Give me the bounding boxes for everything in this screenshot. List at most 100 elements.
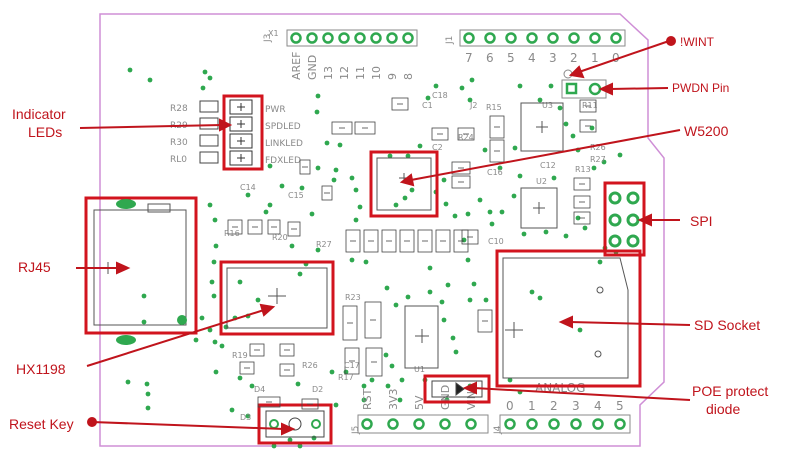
designator-label: R27 bbox=[590, 155, 606, 164]
header-pin-label: 1 bbox=[528, 399, 536, 413]
smd-footprint bbox=[489, 139, 505, 163]
header-pad bbox=[589, 32, 601, 44]
sd-socket-box bbox=[495, 249, 642, 388]
via bbox=[199, 315, 205, 321]
header-pin-label: 1 bbox=[591, 51, 599, 65]
designator-label: C1 bbox=[422, 101, 433, 110]
resistor-footprint bbox=[199, 134, 219, 147]
via bbox=[297, 271, 303, 277]
callout-rj45: RJ45 bbox=[18, 259, 51, 275]
smd-footprint bbox=[247, 219, 263, 235]
designator-label: R16 bbox=[224, 229, 240, 238]
j3-label: J3 bbox=[263, 34, 273, 43]
header-pin-label: 5V bbox=[413, 395, 426, 410]
j5-label: J5 bbox=[351, 426, 361, 435]
smd-footprint bbox=[345, 229, 361, 253]
via bbox=[315, 93, 321, 99]
led-label: FDXLED bbox=[265, 156, 301, 166]
smd-footprint bbox=[579, 99, 597, 113]
via bbox=[237, 279, 243, 285]
smd-footprint bbox=[453, 229, 469, 253]
smd-footprint bbox=[279, 343, 295, 357]
via bbox=[212, 217, 218, 223]
designator-label: R26 bbox=[590, 143, 606, 152]
via bbox=[271, 443, 277, 449]
via bbox=[311, 435, 317, 441]
via bbox=[145, 391, 151, 397]
via bbox=[445, 282, 451, 288]
hx1198-module bbox=[226, 267, 328, 329]
via bbox=[417, 143, 423, 149]
via bbox=[363, 259, 369, 265]
smd-footprint bbox=[431, 127, 449, 141]
via bbox=[267, 163, 273, 169]
via bbox=[223, 324, 229, 330]
hx1198-box bbox=[219, 260, 335, 336]
via bbox=[299, 185, 305, 191]
via bbox=[353, 217, 359, 223]
designator-label: C15 bbox=[288, 191, 304, 200]
header-pin-label: RST bbox=[361, 388, 374, 410]
smd-footprint bbox=[399, 229, 415, 253]
resistor-footprint bbox=[199, 100, 219, 113]
header-pin-label: 3V3 bbox=[387, 388, 400, 410]
designator-label: R26 bbox=[302, 361, 318, 370]
smd-footprint bbox=[267, 219, 281, 235]
header-pad bbox=[484, 32, 496, 44]
designator-label: D4 bbox=[254, 385, 265, 394]
smd-footprint bbox=[354, 121, 376, 135]
via bbox=[601, 159, 607, 165]
callout-indicator-leds-line1: Indicator bbox=[12, 106, 66, 122]
via bbox=[125, 379, 131, 385]
resistor-footprint bbox=[199, 117, 219, 130]
via bbox=[483, 297, 489, 303]
via bbox=[441, 317, 447, 323]
bottom-header-analog bbox=[499, 414, 631, 434]
via bbox=[245, 192, 251, 198]
via bbox=[314, 109, 320, 115]
via bbox=[141, 319, 147, 325]
misc-components bbox=[227, 97, 597, 410]
smd-footprint bbox=[363, 229, 379, 253]
via bbox=[427, 265, 433, 271]
via bbox=[399, 377, 405, 383]
via bbox=[249, 383, 255, 389]
via bbox=[361, 397, 367, 403]
callout-spi: SPI bbox=[690, 213, 713, 229]
smd-footprint bbox=[573, 211, 591, 225]
via bbox=[543, 229, 549, 235]
via bbox=[353, 187, 359, 193]
via bbox=[211, 293, 217, 299]
via bbox=[563, 121, 569, 127]
via bbox=[369, 377, 375, 383]
header-pad bbox=[338, 32, 350, 44]
sd-socket bbox=[502, 257, 629, 379]
header-pad bbox=[505, 32, 517, 44]
smd-footprint bbox=[331, 121, 353, 135]
via bbox=[439, 299, 445, 305]
via bbox=[207, 327, 213, 333]
designator-label: C17 bbox=[344, 361, 360, 370]
smd-footprint bbox=[301, 398, 319, 410]
smd-footprint bbox=[461, 229, 479, 245]
via bbox=[207, 202, 213, 208]
via bbox=[383, 352, 389, 358]
via bbox=[333, 167, 339, 173]
designator-label: R17 bbox=[338, 373, 354, 382]
reset-key bbox=[265, 410, 325, 438]
via bbox=[477, 197, 483, 203]
header-pad bbox=[592, 418, 604, 430]
w5200-chip bbox=[376, 157, 432, 211]
via bbox=[537, 295, 543, 301]
via bbox=[537, 97, 543, 103]
header-pad bbox=[439, 418, 451, 430]
via bbox=[337, 142, 343, 148]
via bbox=[557, 105, 563, 111]
via bbox=[193, 337, 199, 343]
via bbox=[127, 67, 133, 73]
via bbox=[263, 209, 269, 215]
via bbox=[384, 285, 390, 291]
